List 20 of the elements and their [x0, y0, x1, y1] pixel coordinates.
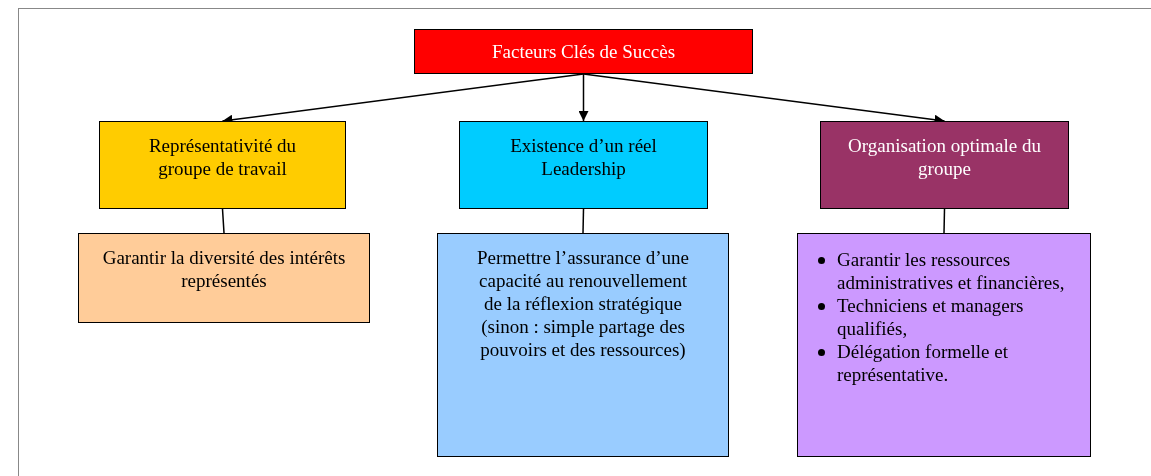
factor-box: [99, 121, 346, 209]
bullet-text: Techniciens et managers qualifiés,: [837, 294, 1025, 340]
title-box: [414, 29, 753, 74]
box-text: Représentativité du groupe de travail: [147, 134, 298, 180]
box-text: Existence d’un réel Leadership: [509, 134, 658, 180]
box-text: Garantir la diversité des intérêts représentés: [101, 246, 347, 292]
detail-box: [437, 233, 729, 457]
bullet-text: Garantir les ressources administratives et financières,: [837, 248, 1066, 294]
connector-line: [582, 208, 585, 234]
box-text: Permettre l’assurance d’une capacité au renouvellement de la réflexion stratégique (sinon : simple partage des pouvoirs et des ressources): [475, 246, 691, 361]
detail-box: [78, 233, 370, 323]
box-text: Facteurs Clés de Succès: [491, 40, 676, 63]
arrow: [578, 73, 589, 122]
box-text: Organisation optimale du groupe: [847, 134, 1042, 180]
factor-box: [459, 121, 708, 209]
bullet-text: Délégation formelle et représentative.: [837, 340, 1009, 386]
detail-box: [797, 233, 1091, 457]
factor-box: [820, 121, 1069, 209]
connector-line: [221, 208, 225, 234]
connector-line: [943, 208, 946, 234]
